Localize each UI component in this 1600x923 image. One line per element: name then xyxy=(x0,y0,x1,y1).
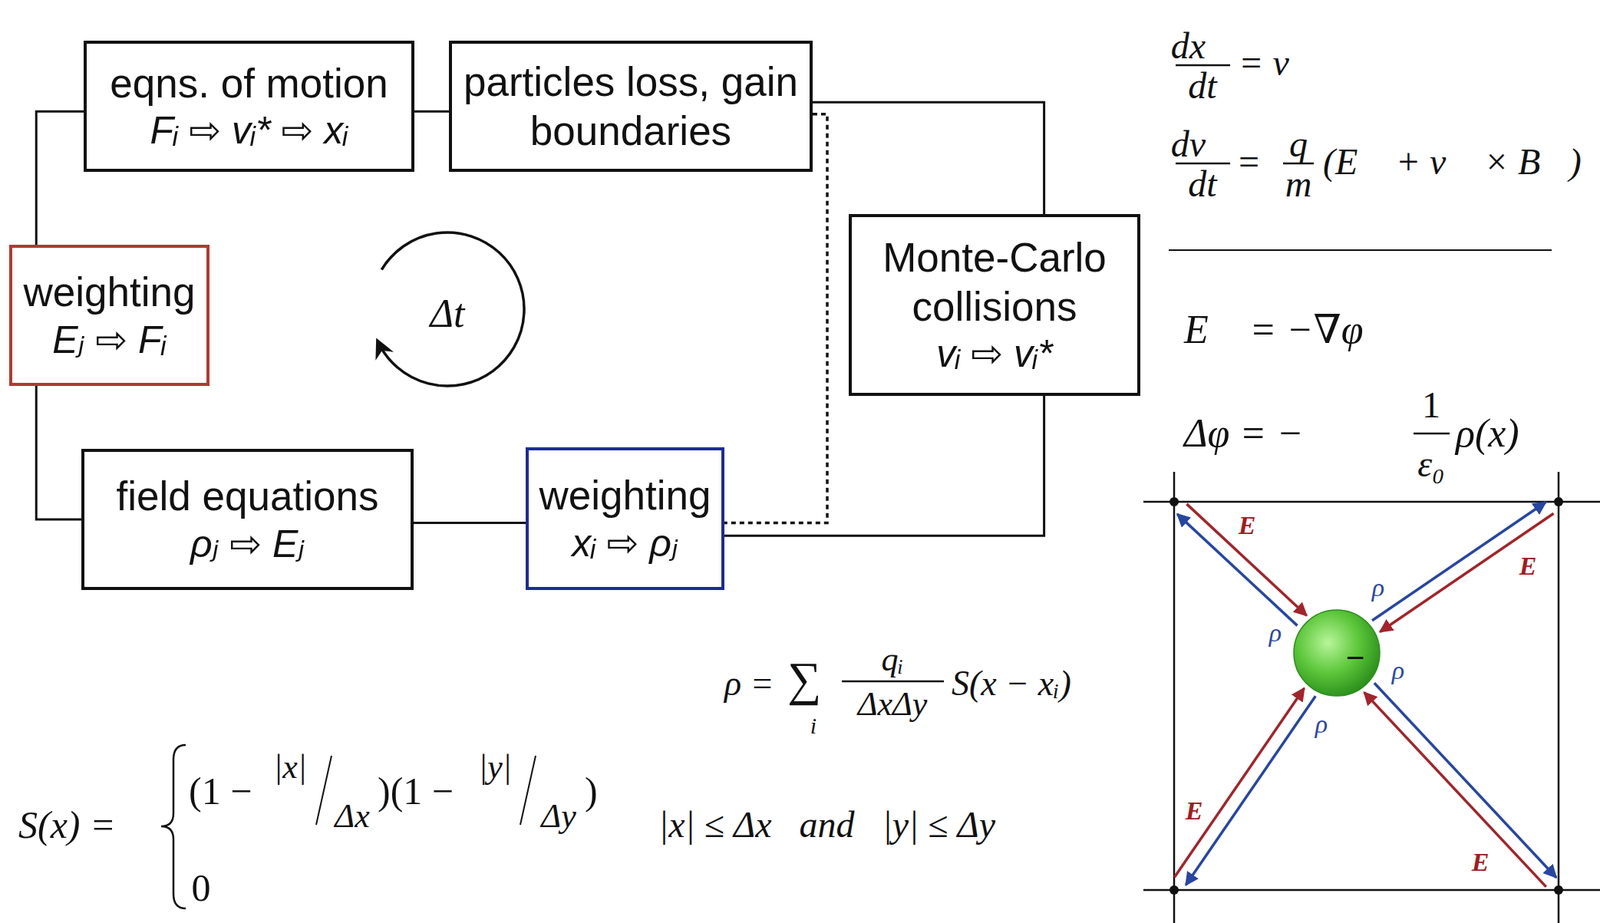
equation-text: i xyxy=(810,713,817,739)
grid-nodes xyxy=(1169,497,1564,895)
equation-text: Δy xyxy=(541,798,576,835)
box-formula: ρⱼ ⇨ Eⱼ xyxy=(190,521,305,568)
connector-line xyxy=(36,385,82,520)
grid-label: E xyxy=(1517,552,1540,581)
connector-line xyxy=(36,111,84,245)
box-title: weighting xyxy=(539,471,712,521)
connector-line xyxy=(413,521,526,525)
equation-text: |x| ≤ Δx and |y| ≤ Δy xyxy=(658,805,996,845)
grid-label: E xyxy=(1469,848,1492,877)
weighting-box: weightingEⱼ ⇨ Fᵢ xyxy=(9,244,210,386)
equation-text: )(1 − xyxy=(377,771,454,812)
equation-text: E⃗ = −∇φ xyxy=(1184,309,1363,352)
grid-label: ρ xyxy=(1312,710,1330,739)
process-box: Monte-Carlo collisionsvᵢ ⇨ vᵢ* xyxy=(848,214,1141,396)
box-title: field equations xyxy=(116,471,380,522)
grid-label: ρ xyxy=(1389,656,1407,685)
field-arrows xyxy=(1174,504,1554,888)
equation-text: − xyxy=(1345,640,1365,677)
equation-text: |x| xyxy=(273,749,307,786)
equation-text: Δφ = − xyxy=(1184,412,1304,456)
equation-text: S(x − xᵢ) xyxy=(951,665,1072,703)
process-box: field equationsρⱼ ⇨ Eⱼ xyxy=(81,448,414,591)
equation-text: (E⃗ + v⃗ × B⃗) xyxy=(1322,142,1582,182)
grid-label: ρ xyxy=(1266,619,1284,647)
curly-brace xyxy=(161,745,186,909)
dotted-connector xyxy=(724,114,828,524)
box-formula: Fᵢ ⇨ vᵢ* ⇨ xᵢ xyxy=(149,107,348,154)
equation-text: dt xyxy=(1187,164,1217,204)
equation-text: 0 xyxy=(191,867,212,909)
equation-text: S(x) = xyxy=(18,804,116,846)
fraction-bars xyxy=(841,65,1450,682)
equation-text: ρ(x) xyxy=(1455,412,1520,456)
connector-line xyxy=(812,102,1045,215)
equation-text: qᵢ xyxy=(881,642,904,678)
grid-label: E xyxy=(1183,797,1206,825)
grid-lines xyxy=(1143,471,1600,923)
equation-text: ∑ xyxy=(787,654,822,705)
separator-line xyxy=(1168,249,1552,251)
equation-text: Δx xyxy=(334,798,370,835)
box-title: weighting xyxy=(23,267,196,317)
cycle-arrow xyxy=(377,232,525,386)
connector-line xyxy=(414,110,449,113)
equation-text: ε₀ xyxy=(1417,445,1445,484)
box-title: eqns. of motion xyxy=(109,59,388,109)
equation-text: ΔxΔy xyxy=(857,686,928,723)
equation-text: (1 − xyxy=(188,771,252,812)
process-box: particles loss, gain boundaries xyxy=(448,40,813,172)
box-title: Monte-Carlo collisions xyxy=(861,233,1129,331)
connector-line xyxy=(724,395,1045,536)
box-formula: xᵢ ⇨ ρⱼ xyxy=(571,520,678,567)
box-title: particles loss, gain boundaries xyxy=(461,57,801,156)
grid-label: ρ xyxy=(1369,574,1387,602)
fraction-slashes xyxy=(316,755,536,825)
equation-text: = xyxy=(1238,142,1260,182)
equation-text: ) xyxy=(584,771,598,812)
box-formula: Eⱼ ⇨ Fᵢ xyxy=(52,316,167,363)
equation-text: q xyxy=(1289,125,1308,164)
equation-text: |y| xyxy=(478,749,512,786)
grid-label: E xyxy=(1236,511,1259,540)
process-box: eqns. of motionFᵢ ⇨ vᵢ* ⇨ xᵢ xyxy=(83,40,415,172)
charged-particle xyxy=(1293,610,1380,697)
equation-text: dv⃗ xyxy=(1171,125,1235,164)
box-formula: vᵢ ⇨ vᵢ* xyxy=(936,330,1053,377)
equation-text: m xyxy=(1285,164,1313,204)
equation-text: Δt xyxy=(430,293,466,336)
equation-text: dx⃗ xyxy=(1171,26,1235,66)
equation-text: = v⃗ xyxy=(1238,43,1318,83)
equation-text: ρ = xyxy=(724,665,775,703)
weighting-box: weightingxᵢ ⇨ ρⱼ xyxy=(525,447,725,591)
equation-text: 1 xyxy=(1421,385,1441,425)
equation-text: dt xyxy=(1187,66,1217,106)
